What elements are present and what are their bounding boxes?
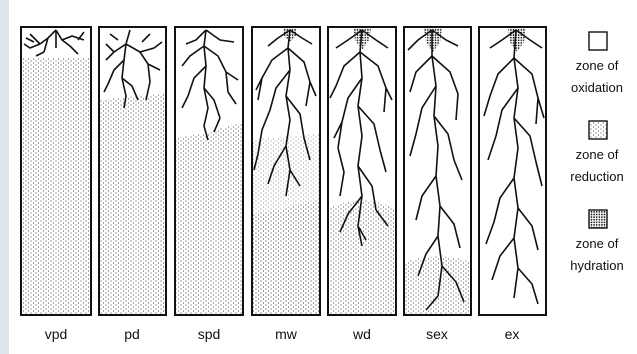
reduction-zone-lower (328, 242, 396, 315)
column-label-sex: sex (412, 326, 462, 342)
legend-swatch-hydration (589, 210, 607, 228)
reduction-zone (21, 58, 91, 315)
column-label-wd: wd (337, 326, 387, 342)
legend-hydration-line2: hydration (562, 255, 632, 277)
column-pd (99, 27, 166, 315)
reduction-zone (404, 256, 471, 315)
column-label-vpd: vpd (31, 326, 81, 342)
legend-label-hydration: zone of hydration (562, 233, 632, 277)
column-sex (404, 27, 471, 315)
legend-reduction-line1: zone of (562, 144, 632, 166)
column-ex (479, 27, 546, 315)
reduction-zone-dense (252, 200, 320, 315)
legend-hydration-line1: zone of (562, 233, 632, 255)
legend-swatch-reduction (589, 121, 607, 139)
legend-oxidation-line1: zone of (562, 55, 632, 77)
column-mw (252, 27, 320, 315)
column-vpd (21, 27, 91, 315)
column-label-pd: pd (107, 326, 157, 342)
legend-reduction-line2: reduction (562, 166, 632, 188)
legend-label-oxidation: zone of oxidation (562, 55, 632, 99)
column-label-mw: mw (261, 326, 311, 342)
column-wd (328, 27, 396, 315)
reduction-zone (99, 94, 166, 315)
legend-swatch-oxidation (589, 32, 607, 50)
column-spd (175, 27, 243, 315)
reduction-zone (175, 122, 243, 315)
legend-label-reduction: zone of reduction (562, 144, 632, 188)
column-label-spd: spd (184, 326, 234, 342)
column-label-ex: ex (487, 326, 537, 342)
legend-oxidation-line2: oxidation (562, 77, 632, 99)
